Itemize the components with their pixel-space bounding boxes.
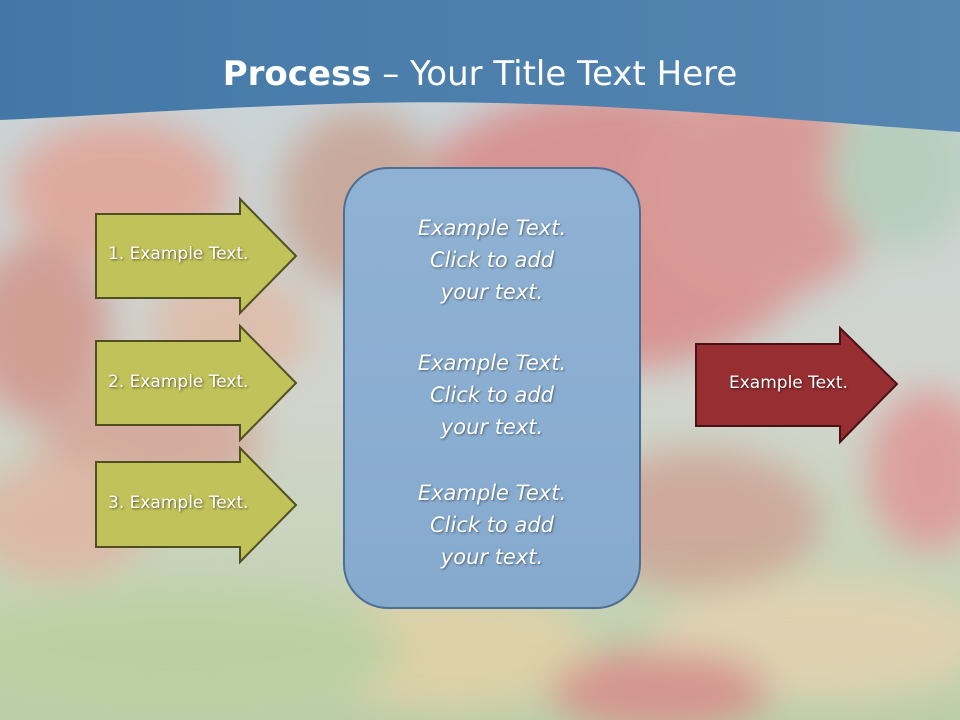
center-text-line: your text. [440, 280, 544, 304]
page-title[interactable]: Process – Your Title Text Here [0, 52, 960, 96]
center-text-line: Click to add [429, 248, 554, 272]
center-text-line: Click to add [429, 383, 554, 407]
header-band [0, 0, 960, 132]
center-text-block-1: Example Text. Click to add your text. [372, 212, 612, 308]
center-text-block-2: Example Text. Click to add your text. [372, 347, 612, 443]
title-bold: Process [222, 54, 372, 94]
right-arrow-label: Example Text. [729, 373, 848, 393]
center-text-line: Example Text. [417, 216, 567, 240]
left-arrow-2-label: 2. Example Text. [108, 372, 249, 392]
left-arrow-1-label: 1. Example Text. [108, 244, 249, 264]
center-text-line: Click to add [429, 513, 554, 537]
center-text-line: your text. [440, 415, 544, 439]
left-arrow-3-label: 3. Example Text. [108, 493, 249, 513]
center-text-line: Example Text. [417, 481, 567, 505]
center-box[interactable] [343, 167, 641, 609]
center-text-line: Example Text. [417, 351, 567, 375]
left-arrow-1[interactable] [95, 196, 298, 316]
center-text-line: your text. [440, 545, 544, 569]
title-rest: – Your Title Text Here [371, 54, 738, 94]
left-arrow-3[interactable] [95, 445, 298, 565]
left-arrow-2[interactable] [95, 323, 298, 443]
right-arrow[interactable] [695, 325, 899, 445]
center-text-block-3: Example Text. Click to add your text. [372, 477, 612, 573]
